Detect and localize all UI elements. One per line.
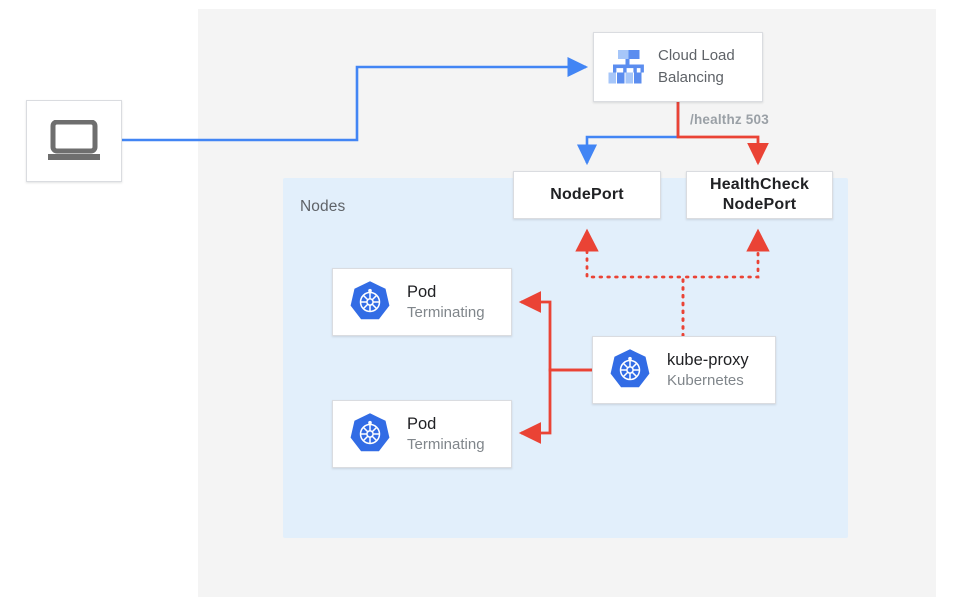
load-balancer-icon <box>608 50 644 84</box>
healthcheck-nodeport-label: HealthCheck NodePort <box>710 175 809 215</box>
healthcheck-nodeport-node: HealthCheck NodePort <box>686 171 833 219</box>
kubernetes-icon <box>350 413 390 452</box>
pod-1-text: Pod Terminating <box>407 282 485 323</box>
client-device-node <box>26 100 122 182</box>
clb-label-line-2: Balancing <box>658 69 724 86</box>
hc-label-line-2: NodePort <box>722 196 797 213</box>
pod-2-status: Terminating <box>407 435 485 453</box>
nodeport-label: NodePort <box>550 186 624 203</box>
kubernetes-icon <box>350 281 390 320</box>
pod-1-status: Terminating <box>407 303 485 321</box>
kube-proxy-sublabel: Kubernetes <box>667 371 744 389</box>
pod-1-label: Pod <box>407 282 437 301</box>
healthz-edge-label: /healthz 503 <box>690 112 769 127</box>
kube-proxy-label: kube-proxy <box>667 350 749 369</box>
clb-label-line-1: Cloud Load <box>658 47 735 65</box>
cloud-load-balancing-label: Cloud Load Balancing <box>658 45 735 89</box>
pod-terminating-1-node: Pod Terminating <box>332 268 512 336</box>
kubernetes-icon <box>610 349 650 388</box>
kube-proxy-text: kube-proxy Kubernetes <box>667 350 749 391</box>
pod-2-label: Pod <box>407 414 437 433</box>
hc-label-line-1: HealthCheck <box>709 176 810 193</box>
pod-2-text: Pod Terminating <box>407 414 485 455</box>
kube-proxy-node: kube-proxy Kubernetes <box>592 336 776 404</box>
nodeport-node: NodePort <box>513 171 661 219</box>
pod-terminating-2-node: Pod Terminating <box>332 400 512 468</box>
laptop-icon <box>48 120 100 160</box>
cloud-load-balancing-node: Cloud Load Balancing <box>593 32 763 102</box>
nodes-region-label: Nodes <box>300 198 346 215</box>
